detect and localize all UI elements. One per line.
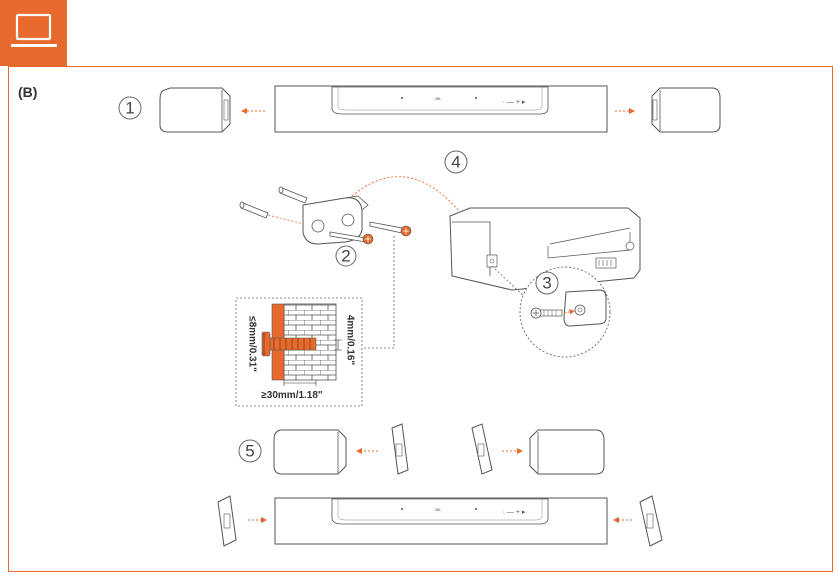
step-2: 2 [239,186,412,267]
soundbar-end-view [449,207,641,291]
brand-logo-bottom: JBL [435,507,443,512]
step-4-arrow [351,176,485,247]
step-3-number: 3 [542,274,551,293]
monitor-icon [11,13,57,47]
bracket-bottom-left [217,495,237,547]
screw-1 [329,231,374,245]
svg-text:· — + ▸: · — + ▸ [503,509,526,516]
detail-leader [362,236,395,349]
brand-logo: JBL [435,96,443,101]
soundbar-bottom: JBL · — + ▸ [217,495,663,547]
step-5-number: 5 [245,442,254,461]
section-label: (B) [18,84,38,100]
svg-text:· — + ▸: · — + ▸ [503,99,526,106]
step-3-detail: 3 [519,266,611,358]
wall-anchor-1 [239,201,269,219]
screw-diameter-label: 4mm/0.16" [345,315,356,366]
diagram-frame [8,66,833,572]
wall-anchor-2 [278,186,308,204]
bracket-left-side [391,423,409,475]
left-speaker [159,87,231,133]
right-speaker-mount [529,429,605,475]
hole-diameter-label: ≤8mm/0.31" [247,316,258,372]
bracket-bottom-right [639,495,663,547]
right-speaker [651,87,721,133]
wall-detail: ≤8mm/0.31" 4mm/0.16" ≥30mm/1.18" [235,297,363,407]
header-tab [0,0,67,66]
step-4-number: 4 [451,153,460,172]
bracket-right-side [471,423,493,475]
step-2-number: 2 [341,247,350,266]
screw-2 [369,221,412,237]
step-5: 5 [238,423,605,475]
step-1-number: 1 [125,99,134,118]
step-1: 1 JBL · — + ▸ [118,85,721,133]
soundbar-top: JBL · — + ▸ [274,85,608,133]
left-speaker-mount [273,429,347,475]
depth-label: ≥30mm/1.18" [261,390,323,401]
